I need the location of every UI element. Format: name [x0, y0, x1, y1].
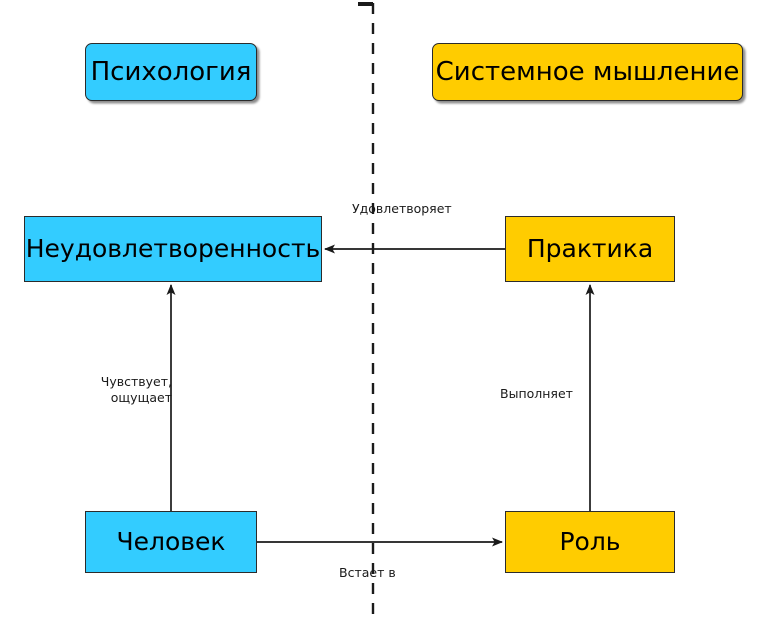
- edge-label-feels: Чувствует, ощущает: [100, 374, 172, 405]
- node-label-dissatisfaction: Неудовлетворенность: [25, 234, 321, 264]
- legend-label-systems-thinking: Системное мышление: [435, 56, 740, 87]
- node-label-person: Человек: [116, 527, 226, 557]
- edge-label-steps-in: Встает в: [339, 565, 396, 580]
- node-label-role: Роль: [559, 527, 621, 557]
- node-box-person[interactable]: Человек: [85, 511, 257, 573]
- node-box-dissatisfaction[interactable]: Неудовлетворенность: [24, 216, 322, 282]
- node-box-practice[interactable]: Практика: [505, 216, 675, 282]
- legend-box-psychology[interactable]: Психология: [85, 43, 257, 101]
- node-box-role[interactable]: Роль: [505, 511, 675, 573]
- edge-label-satisfies: Удовлетворяет: [352, 201, 452, 216]
- legend-box-systems-thinking[interactable]: Системное мышление: [432, 43, 743, 101]
- legend-label-psychology: Психология: [90, 56, 252, 87]
- edge-label-performs: Выполняет: [500, 386, 573, 401]
- node-label-practice: Практика: [526, 234, 654, 264]
